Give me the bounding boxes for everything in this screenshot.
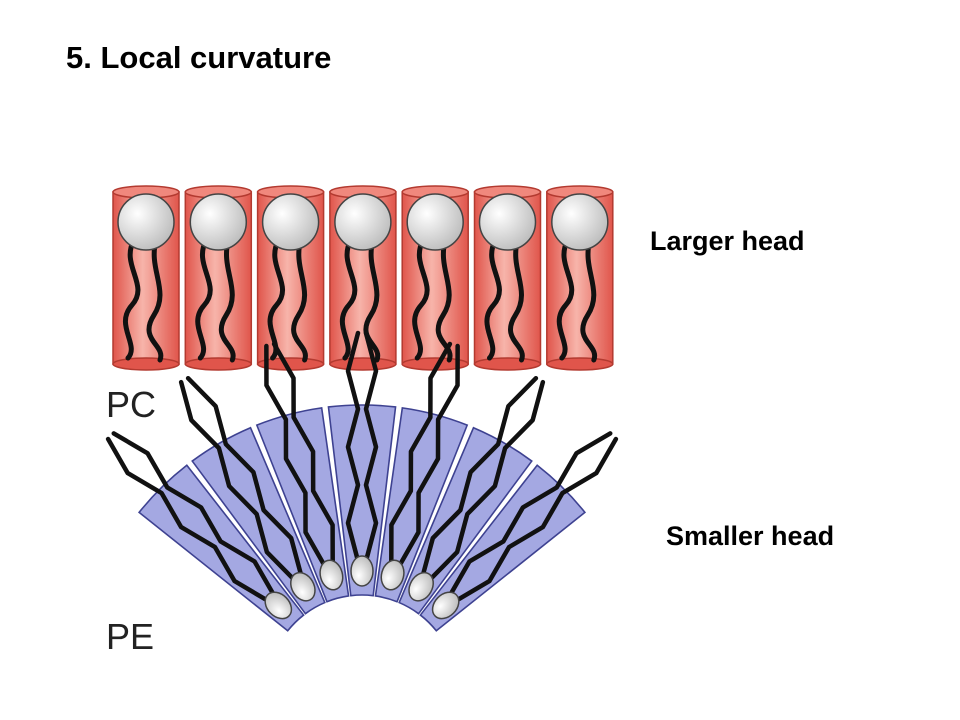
pc-lipid [256,185,325,371]
pe-cone-body [419,464,587,632]
pe-small-head [408,571,434,602]
pc-lipid [184,185,253,371]
pc-tail [484,237,502,361]
pc-large-head [334,193,392,251]
pe-tail [178,379,302,591]
pc-lipid [473,185,542,371]
pe-lipid [327,330,397,597]
pc-label: PC [106,384,157,425]
pc-lipid-row [112,185,614,371]
pe-small-head [350,555,374,587]
pe-tail [446,436,619,611]
pe-tail [271,341,338,577]
pe-lipid [105,431,305,632]
pc-large-head [189,193,248,251]
pc-tail [195,237,213,361]
pc-tail [146,237,164,363]
pc-lipid [546,185,614,371]
pc-tail [580,237,598,363]
pe-tail [440,431,613,606]
pc-lipid [112,185,180,371]
pe-small-head [380,559,405,591]
pc-tail [123,237,141,361]
pe-cone-body [327,404,397,597]
pc-cylinder-bottom [329,357,397,371]
pe-tail [386,341,453,577]
pc-cylinder-bottom [112,357,180,371]
pe-small-head [264,591,293,620]
pc-tail [340,237,358,361]
pc-large-head [261,193,320,251]
pe-lipid [398,375,546,615]
pc-cylinder-bottom [184,357,253,371]
smaller-head-label: Smaller head [666,521,835,551]
pe-lipid [419,431,619,632]
pe-lipid [178,375,326,615]
pe-small-head [431,591,460,620]
pe-tail [264,343,331,579]
slide-title: 5. Local curvature [66,40,332,75]
pe-tail [363,330,379,574]
pc-large-head [478,193,537,251]
pe-cone-body [374,406,469,603]
pc-tail [291,237,308,363]
pe-cone-body [137,464,305,632]
pc-large-head [117,193,175,251]
pc-tail [412,237,430,361]
pe-tail [393,343,460,579]
pe-small-head [319,559,344,591]
pe-cone-body [255,406,350,603]
pc-tail [218,237,236,363]
pe-tail [415,375,539,588]
pc-cylinder-bottom [546,357,614,371]
pe-tail [111,431,284,606]
pc-tail [556,237,575,361]
pe-lipid [255,341,350,603]
pc-large-head [551,193,609,251]
pc-tail [363,237,381,363]
pe-tail [185,375,309,588]
pe-tail [422,379,546,591]
pc-tail [508,237,525,363]
pe-tail [105,436,278,611]
pe-lipid-arc [105,330,619,632]
pc-lipid [401,185,469,371]
pe-lipid [374,341,469,603]
pc-large-head [406,193,464,251]
pc-cylinder-bottom [473,357,542,371]
pe-small-head [290,571,316,602]
pe-tail [345,330,361,574]
pe-label: PE [106,616,155,657]
larger-head-label: Larger head [650,226,805,256]
pc-lipid [329,185,397,371]
